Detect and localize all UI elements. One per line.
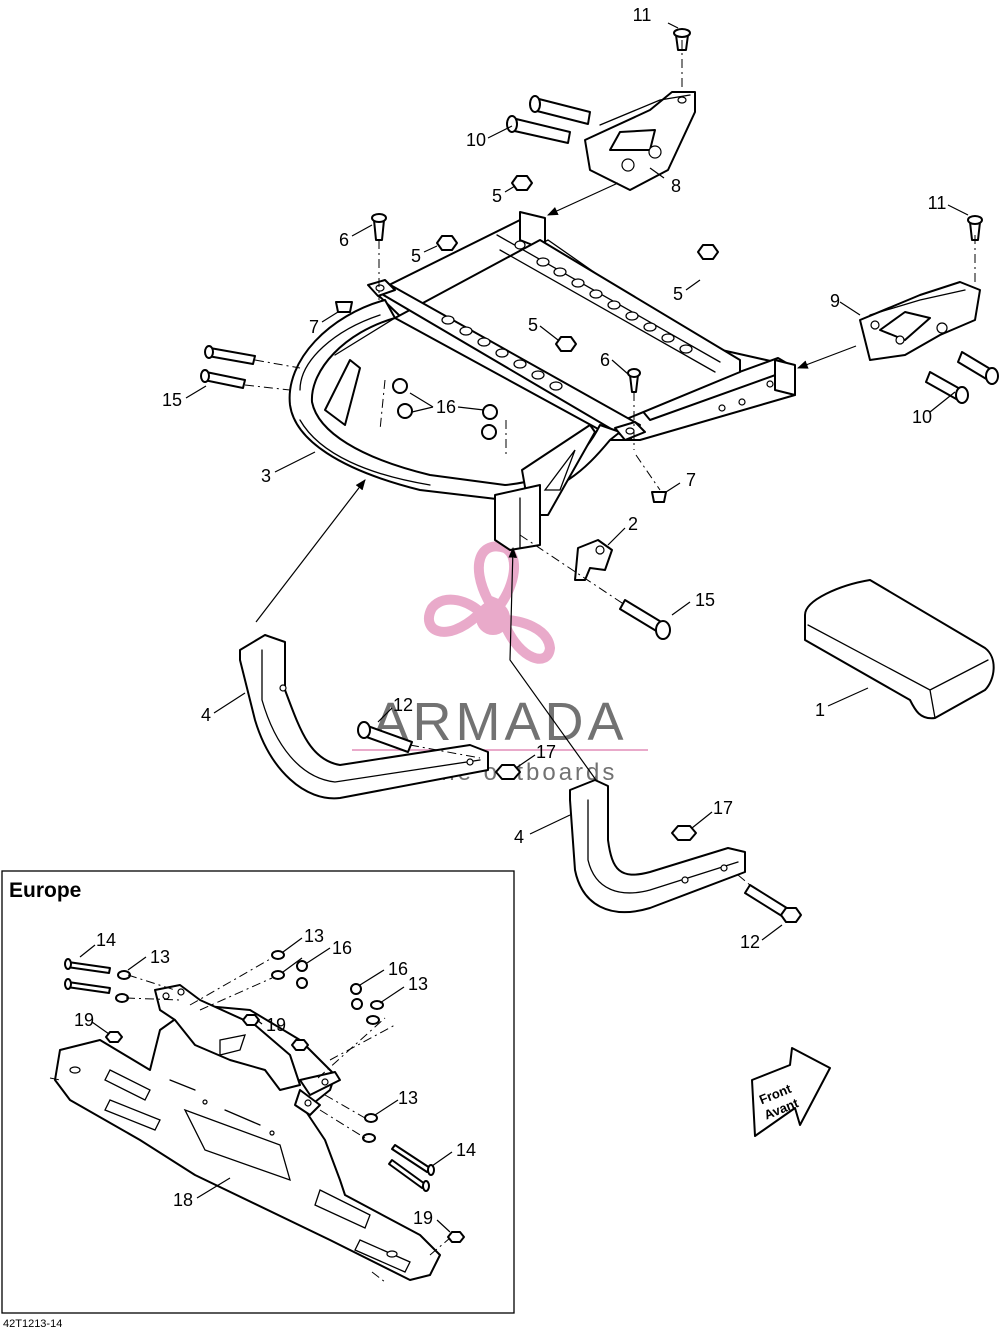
callout-11: 11 [928, 193, 947, 213]
callout-10: 10 [466, 130, 486, 150]
foot-bar-right [569, 779, 802, 923]
callout-16: 16 [436, 397, 456, 417]
callout-1: 1 [815, 700, 825, 720]
callout-13: 13 [408, 974, 428, 994]
diagram-code: 42T1213-14 [3, 1318, 62, 1330]
callout-17: 17 [536, 742, 556, 762]
callout-4: 4 [514, 827, 524, 847]
callout-labels: 11 10 8 5 6 5 11 9 5 7 5 6 15 16 10 3 7 … [162, 5, 946, 952]
callout-15: 15 [695, 590, 715, 610]
callout-5: 5 [411, 246, 421, 266]
callout-9: 9 [830, 291, 840, 311]
europe-inset: Europe [1, 870, 515, 1314]
callout-5: 5 [492, 186, 502, 206]
callout-13: 13 [304, 926, 324, 946]
europe-fasteners [49, 937, 465, 1283]
callout-6: 6 [339, 230, 349, 250]
license-plate-bracket [54, 984, 441, 1281]
callout-3: 3 [261, 466, 271, 486]
callout-18: 18 [173, 1190, 193, 1210]
pad [804, 579, 995, 720]
callout-5: 5 [673, 284, 683, 304]
callout-16: 16 [388, 959, 408, 979]
watermark-name: ARMADA [372, 692, 627, 752]
callout-13: 13 [398, 1088, 418, 1108]
callout-19: 19 [413, 1208, 433, 1228]
europe-title: Europe [9, 879, 81, 902]
callout-5: 5 [528, 315, 538, 335]
front-direction-arrow-icon: Front Avant [751, 1047, 831, 1137]
callout-11: 11 [633, 5, 652, 25]
callout-12: 12 [393, 695, 413, 715]
rack-frame [288, 211, 796, 551]
fasteners-main [200, 175, 719, 640]
crossbar-holes [441, 240, 774, 412]
callout-12: 12 [740, 932, 760, 952]
callout-19: 19 [74, 1010, 94, 1030]
callout-15: 15 [162, 390, 182, 410]
callout-4: 4 [201, 705, 211, 725]
hinge-bracket-top [506, 28, 696, 191]
callout-16: 16 [332, 938, 352, 958]
callout-8: 8 [671, 176, 681, 196]
callout-17: 17 [713, 798, 733, 818]
hinge-bracket-right [859, 215, 999, 404]
callout-2: 2 [628, 514, 638, 534]
callout-7: 7 [686, 470, 696, 490]
callout-14: 14 [456, 1140, 476, 1160]
callout-19: 19 [266, 1015, 286, 1035]
callout-7: 7 [309, 317, 319, 337]
watermark: ARMADA marine outboards [352, 541, 648, 786]
callout-10: 10 [912, 407, 932, 427]
foot-bar-left [239, 634, 521, 800]
callout-14: 14 [96, 930, 116, 950]
callout-13: 13 [150, 947, 170, 967]
europe-callouts: 14 13 13 16 16 13 19 19 13 14 18 19 [74, 926, 476, 1228]
leader-lines [185, 22, 976, 941]
callout-6: 6 [600, 350, 610, 370]
propeller-logo-icon [424, 541, 556, 664]
